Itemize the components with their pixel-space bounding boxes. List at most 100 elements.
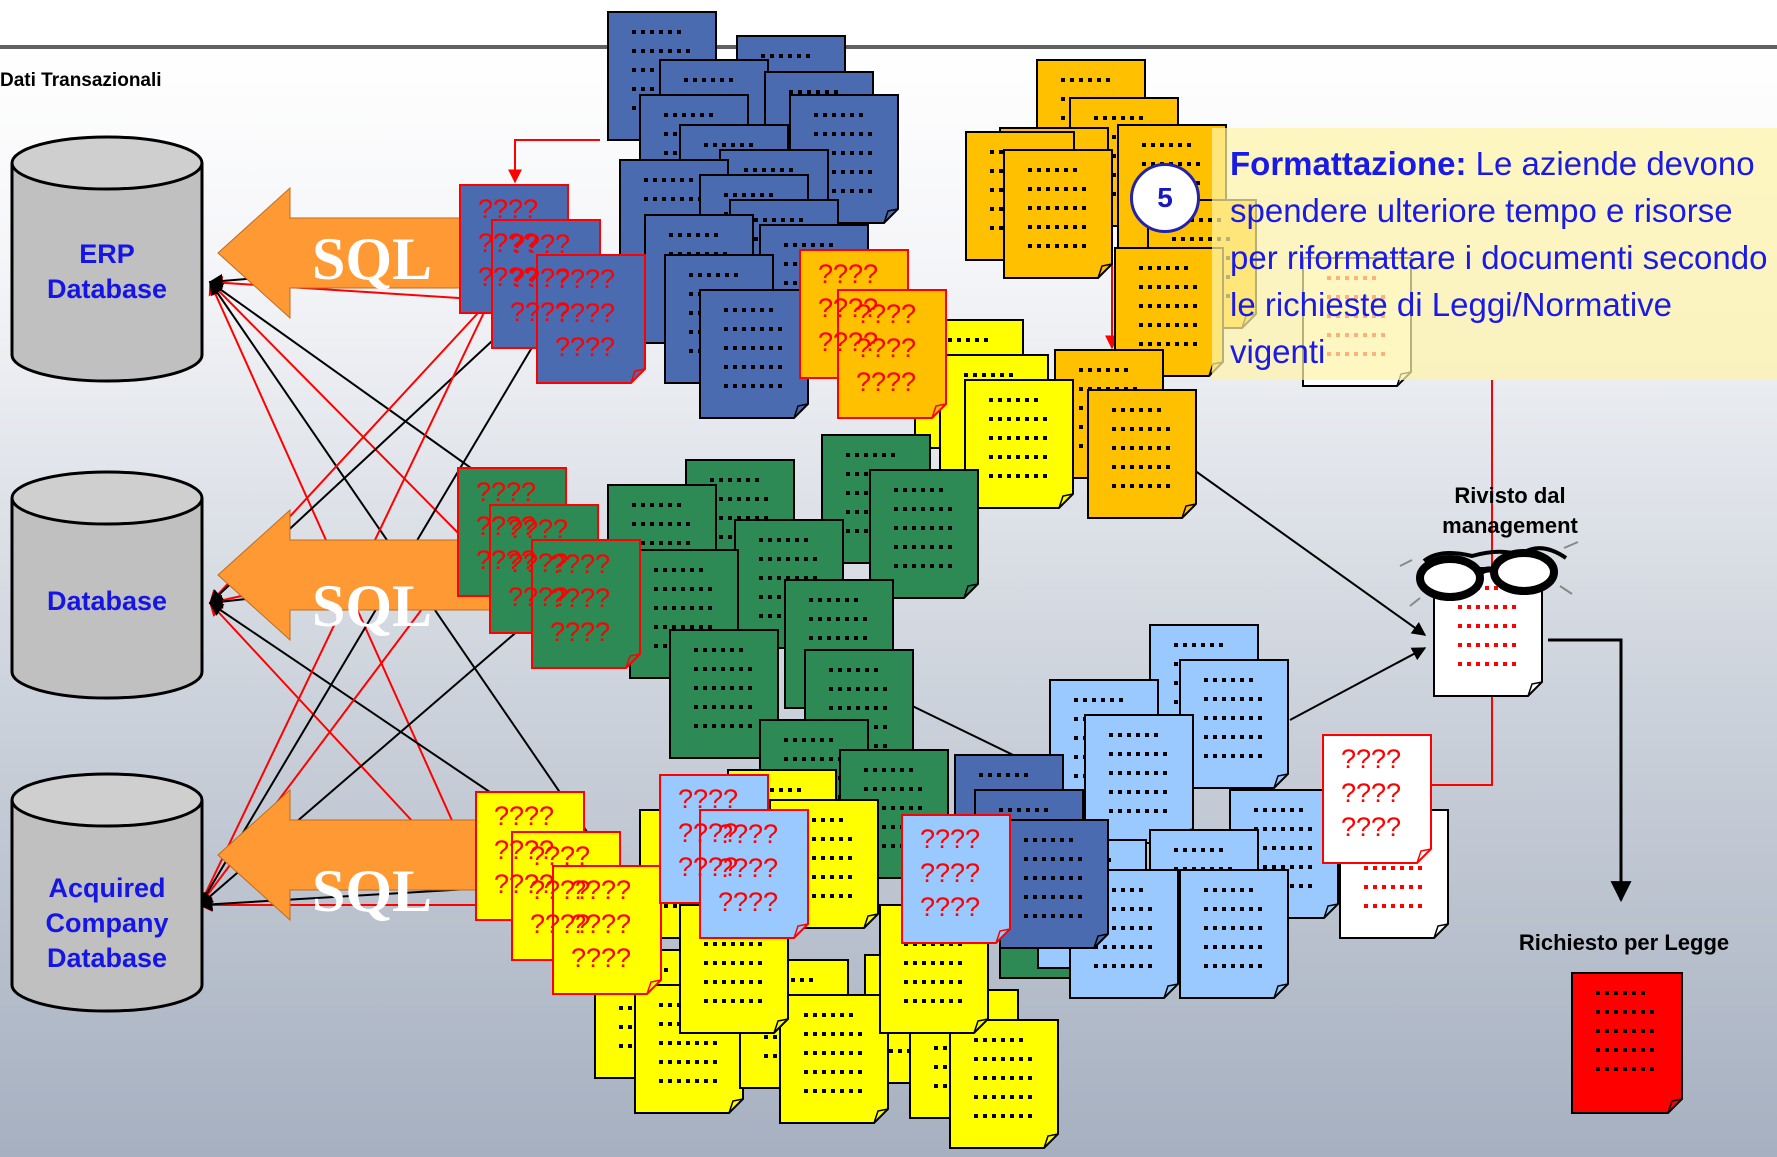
unknown-marker: ???? [856,299,917,329]
document-icon [699,289,809,419]
sql-label-acquired: SQL [312,858,433,924]
unknown-marker: ???? [678,818,739,848]
cylinder-db-icon [10,135,204,383]
unknown-marker: ???? [494,869,555,899]
unknown-marker: ???? [530,875,591,905]
db-label-line: Acquired [48,873,166,903]
document-icon [1179,659,1289,789]
unknown-marker: ???? [571,943,632,973]
callout-body: Le aziende devono spendere ulteriore tem… [1230,145,1768,370]
unknown-marker: ???? [476,511,537,541]
red-connector [209,281,471,546]
unknown-marker: ???? [550,549,611,579]
unknown-marker: ???? [920,824,981,854]
document-stacks [457,11,1683,1149]
unknown-marker: ???? [718,853,779,883]
unknown-marker: ???? [508,514,569,544]
unknown-marker: ???? [494,801,555,831]
section-title: Dati Transazionali [0,70,162,91]
unknown-marker: ???? [718,819,779,849]
document-icon [1571,972,1683,1114]
unknown-marker: ???? [494,835,555,865]
db-label-line: Database [46,943,168,973]
step-number-badge: 5 [1130,163,1200,233]
document-icon [1087,389,1197,519]
database-label: Database [8,584,206,619]
red-connector [508,139,600,184]
unknown-marker: ???? [550,583,611,613]
header-rule [0,45,1777,49]
sql-label-erp: SQL [312,226,433,292]
unknown-marker: ???? [510,229,571,259]
unknown-marker: ???? [476,545,537,575]
unknown-marker: ???? [678,784,739,814]
document-icon [949,1019,1059,1149]
unknown-marker: ???? [555,264,616,294]
cylinder-db-icon [10,772,204,1013]
unknown-marker: ???? [478,262,539,292]
database-cylinders [10,135,204,1013]
document-icon [536,254,646,384]
callout-heading: Formattazione: [1230,145,1467,182]
document-icon [1433,567,1543,697]
sql-arrows [217,186,501,922]
document-icon [1114,247,1224,377]
document-icon [1003,149,1113,279]
document-icon [964,379,1074,509]
unknown-marker: ???? [530,841,591,871]
document-icon [837,289,947,419]
unknown-marker: ???? [530,909,591,939]
required-label: Richiesto per Legge [1518,930,1730,955]
db-label-line: Database [46,274,168,304]
review-label: Rivisto dal management [1442,483,1578,538]
unknown-marker: ???? [1341,778,1402,808]
callout-text: Formattazione: Le aziende devono spender… [1230,140,1775,375]
unknown-marker: ???? [1341,812,1402,842]
black-connector [1179,459,1427,636]
review-to-required-arrow [1548,638,1632,903]
glasses-icon [1399,541,1579,607]
db-label-line: Database [46,586,168,616]
document-icon [552,865,662,995]
db-label-line: Company [45,908,169,938]
black-connector [1289,647,1427,721]
callout-box [1212,128,1777,380]
unknown-marker: ???? [856,367,917,397]
unknown-marker: ???? [571,909,632,939]
document-icon [1179,869,1289,999]
unknown-marker: ???? [1341,744,1402,774]
unknown-marker: ???? [818,259,879,289]
unknown-marker: ???? [510,297,571,327]
unknown-marker: ???? [550,617,611,647]
document-icon [669,629,779,759]
document-icon [699,809,809,939]
unknown-marker: ???? [818,327,879,357]
unknown-marker: ???? [478,228,539,258]
unknown-marker: ???? [508,582,569,612]
sql-label-database: SQL [312,573,433,639]
unknown-marker: ???? [555,298,616,328]
document-icon [999,819,1109,949]
document-icon [531,539,641,669]
unknown-marker: ???? [555,332,616,362]
document-icon [1322,734,1432,864]
unknown-marker: ???? [678,852,739,882]
unknown-marker: ???? [476,477,537,507]
unknown-marker: ???? [718,887,779,917]
document-icon [779,994,889,1124]
unknown-marker: ???? [478,194,539,224]
db-label-line: ERP [79,239,135,269]
unknown-marker: ???? [571,875,632,905]
unknown-marker: ???? [856,333,917,363]
document-icon [901,814,1011,944]
erp-database-label: ERP Database [8,237,206,307]
unknown-marker: ???? [510,263,571,293]
cylinder-db-icon [10,470,204,700]
acquired-company-database-label: Acquired Company Database [8,871,206,976]
unknown-marker: ???? [508,548,569,578]
unknown-marker: ???? [818,293,879,323]
document-icon [869,469,979,599]
unknown-marker: ???? [920,858,981,888]
unknown-marker: ???? [920,892,981,922]
